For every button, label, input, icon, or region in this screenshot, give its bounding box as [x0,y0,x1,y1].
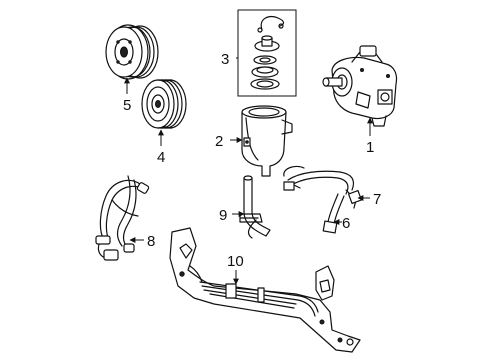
callout-1: 1 [366,139,374,156]
return-hose [239,175,271,239]
callout-3: 3 [221,51,229,68]
reservoir [241,105,293,177]
oil-cooler-bracket [169,227,361,353]
kit-box [237,9,297,97]
callout-6: 6 [342,215,350,232]
callout-8: 8 [147,233,155,250]
callout-7: 7 [373,191,381,208]
callout-10: 10 [227,253,244,270]
power-steering-pump [322,45,398,127]
pulley-large [105,24,159,80]
callout-4: 4 [157,149,165,166]
callout-9: 9 [219,207,227,224]
callout-5: 5 [123,97,131,114]
hose-bundle [95,175,150,261]
callout-2: 2 [215,133,223,150]
reservoir-cap-kit [237,9,297,97]
pulley-grooved [141,79,187,129]
